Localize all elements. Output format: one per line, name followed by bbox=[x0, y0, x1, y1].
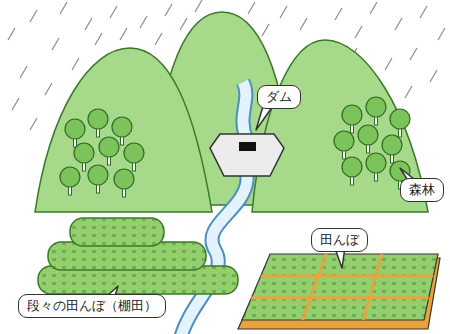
callout-tails bbox=[96, 96, 428, 306]
callout-label: 段々の田んぼ（棚田） bbox=[27, 297, 157, 315]
callout-label: ダム bbox=[266, 88, 292, 106]
callout-box: 段々の田んぼ（棚田） bbox=[18, 294, 166, 318]
callout-box: ダム bbox=[257, 85, 301, 109]
forest-right bbox=[334, 97, 410, 189]
callout-label: 森林 bbox=[409, 181, 435, 199]
callout-box: 森林 bbox=[400, 178, 444, 202]
dam bbox=[210, 134, 284, 176]
callout-box: 田んぼ bbox=[311, 228, 368, 252]
dam-window bbox=[239, 142, 256, 151]
callout-label: 田んぼ bbox=[320, 231, 359, 249]
rice-paddy bbox=[238, 254, 440, 329]
mountain-left bbox=[35, 48, 212, 212]
forest-left bbox=[60, 109, 144, 197]
river-bank bbox=[180, 82, 247, 334]
river bbox=[180, 82, 247, 334]
terraced-paddies bbox=[38, 218, 238, 294]
